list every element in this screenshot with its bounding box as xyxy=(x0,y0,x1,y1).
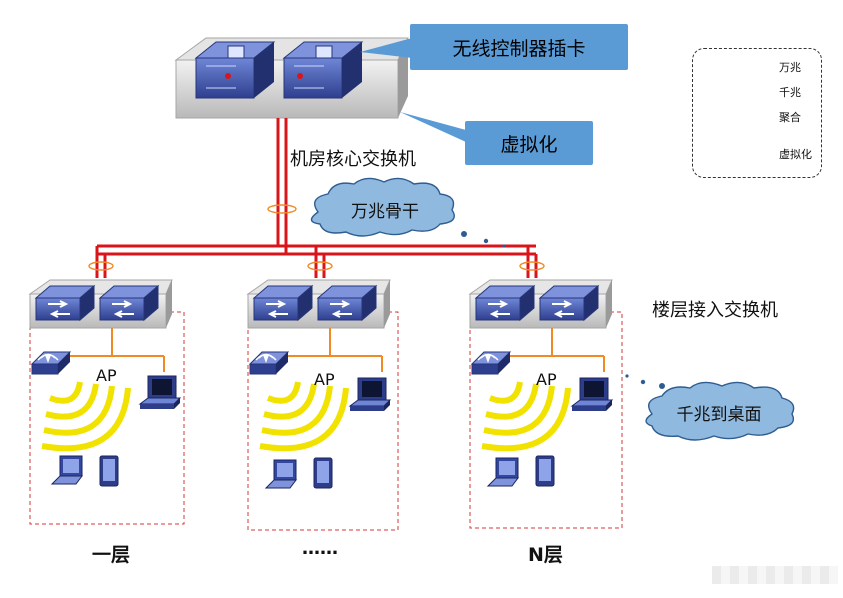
desktop-label: 千兆到桌面 xyxy=(676,405,762,425)
controller-card-right xyxy=(282,41,364,99)
legend-label: 聚合 xyxy=(779,111,801,124)
watermark xyxy=(712,566,838,584)
desktop-pc-icon xyxy=(571,377,613,412)
wifi-signal xyxy=(42,382,128,448)
controller-card-callout: 无线控制器插卡 xyxy=(410,24,628,70)
legend-label: 虚拟化 xyxy=(779,148,812,161)
ap-icon xyxy=(471,351,511,375)
ap-label: AP xyxy=(314,370,335,389)
floor-group-2 xyxy=(247,280,399,531)
floor-name: 一层 xyxy=(92,544,131,566)
legend-label: 千兆 xyxy=(779,86,801,99)
callout-pointer xyxy=(400,112,466,142)
laptop-icon xyxy=(51,455,83,485)
laptop-icon xyxy=(487,457,519,487)
backbone-cloud xyxy=(310,177,455,237)
floor-group-1 xyxy=(29,280,185,525)
access-switch xyxy=(470,280,612,328)
backbone-dots xyxy=(461,231,506,248)
floor-access-switch-label: 楼层接入交换机 xyxy=(652,300,778,321)
floor-name: …… xyxy=(302,538,338,559)
wifi-signal xyxy=(260,382,346,448)
laptop-icon xyxy=(265,459,297,489)
tablet-icon xyxy=(535,455,555,487)
desktop-pc-icon xyxy=(139,375,181,410)
desktop-pc-icon xyxy=(349,377,391,412)
ten-gig-backbone xyxy=(95,118,538,278)
core-switch-label: 机房核心交换机 xyxy=(290,149,416,170)
controller-card-left xyxy=(194,41,276,99)
access-switch xyxy=(30,280,172,328)
wifi-signal xyxy=(482,382,568,448)
tablet-icon xyxy=(313,457,333,489)
ap-label: AP xyxy=(536,370,557,389)
desktop-cloud xyxy=(645,381,795,441)
callout-pointer xyxy=(360,38,412,58)
core-switch xyxy=(174,37,409,119)
floor-name: N层 xyxy=(528,544,563,566)
access-switch xyxy=(248,280,390,328)
ap-icon xyxy=(249,351,289,375)
legend: 万兆 千兆 聚合 虚拟化 xyxy=(692,48,822,178)
backbone-label: 万兆骨干 xyxy=(351,202,419,222)
ap-icon xyxy=(31,351,71,375)
legend-label: 万兆 xyxy=(779,61,801,74)
ap-label: AP xyxy=(96,366,117,385)
desktop-dots xyxy=(625,374,665,389)
tablet-icon xyxy=(99,455,119,487)
aggregation-marks xyxy=(88,204,545,271)
floor-group-n xyxy=(469,280,623,529)
virtualization-callout: 虚拟化 xyxy=(465,121,593,165)
